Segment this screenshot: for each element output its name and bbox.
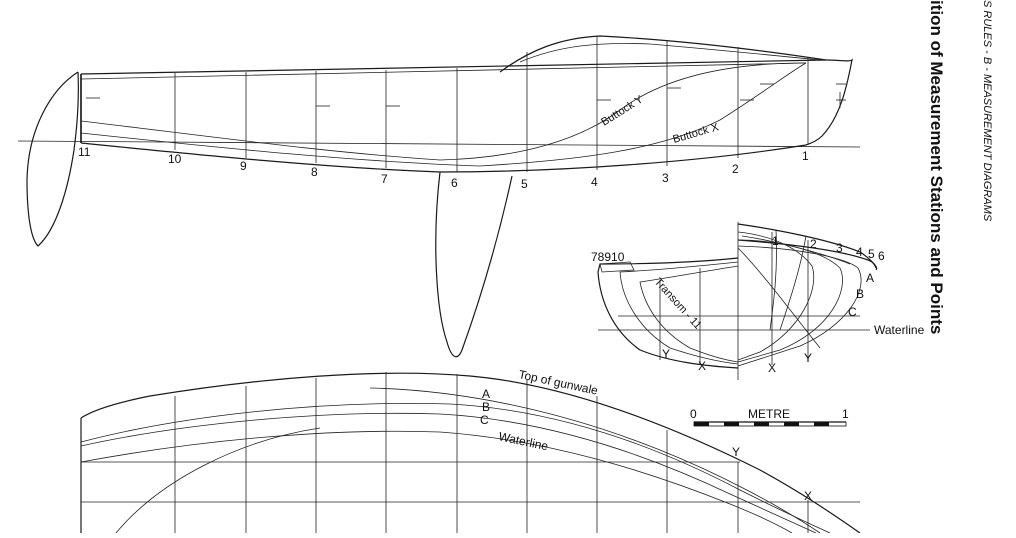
- plan-point-c: C: [480, 413, 489, 427]
- deckhouse-inner: [519, 43, 821, 63]
- scale-end: 1: [842, 407, 849, 421]
- body-point-c: C: [848, 305, 857, 319]
- station-label-2: 2: [732, 162, 739, 176]
- body-station-6: 6: [878, 249, 885, 263]
- station-numbers: 11 10 9 8 7 6 5 4 3 2 1: [78, 145, 809, 191]
- point-b-line: [80, 402, 831, 534]
- body-right-y: Y: [804, 351, 812, 365]
- page-title: ition of Measurement Stations and Points: [927, 0, 946, 334]
- plan-buttock-x: X: [804, 489, 812, 503]
- station-lines: [174, 36, 809, 172]
- aft-stations-label: 78910: [591, 250, 625, 264]
- station-label-8: 8: [311, 165, 318, 179]
- body-point-a: A: [866, 271, 874, 285]
- station-label-9: 9: [240, 159, 247, 173]
- scale-bar: 0 METRE 1: [690, 407, 849, 427]
- body-station-1: 1: [772, 234, 779, 248]
- hull-bottom: [80, 142, 807, 173]
- body-point-b: B: [856, 287, 864, 301]
- body-station-4: 4: [856, 245, 863, 259]
- plan-point-b: B: [482, 400, 490, 414]
- plan-buttock-y: Y: [732, 445, 740, 459]
- buttock-y-label: Buttock Y: [599, 93, 646, 128]
- body-waterline-label: Waterline: [874, 323, 925, 337]
- plan-curve-lower: [115, 427, 321, 534]
- deck-edge-aft: [599, 261, 635, 273]
- profile-baseline: [17, 140, 861, 148]
- fin-keel: [435, 171, 513, 358]
- buttock-x-line: [80, 62, 807, 167]
- point-a-line: [369, 387, 821, 534]
- stem-profile: [805, 58, 853, 146]
- profile-view: 11 10 9 8 7 6 5 4 3 2 1 Buttock Y Buttoc…: [17, 35, 861, 358]
- scale-start: 0: [690, 407, 697, 421]
- rudder: [26, 71, 79, 247]
- running-head: S RULES - B - MEASUREMENT DIAGRAMS: [981, 0, 993, 222]
- body-station-3: 3: [836, 241, 843, 255]
- plan-waterline: [80, 430, 793, 534]
- station-label-6: 6: [451, 176, 458, 190]
- body-left-y: Y: [662, 347, 670, 361]
- sheer-inner-line: [80, 62, 807, 80]
- station-label-4: 4: [591, 175, 598, 189]
- profile-ticks: [86, 83, 846, 108]
- station-label-11: 11: [78, 145, 91, 159]
- station-label-7: 7: [381, 172, 388, 186]
- top-of-gunwale-line: [80, 372, 861, 534]
- body-station-5: 5: [868, 247, 875, 261]
- scale-unit: METRE: [748, 407, 790, 421]
- station-label-5: 5: [521, 177, 528, 191]
- deckhouse-top: [499, 35, 827, 73]
- gunwale-label: Top of gunwale: [517, 367, 599, 398]
- sheer-line: [80, 59, 827, 75]
- station-label-10: 10: [168, 152, 182, 166]
- body-plan-view: 78910 1 2 3 4 5 6 Transom - 11 Waterline…: [591, 222, 925, 380]
- transom-section: [597, 257, 739, 369]
- plan-view: Top of gunwale A B C Waterline Y X: [80, 367, 861, 534]
- buttock-y-line: [80, 62, 807, 161]
- buttock-x-label: Buttock X: [672, 121, 721, 146]
- plan-waterline-label: Waterline: [497, 429, 549, 453]
- body-station-2: 2: [810, 237, 817, 251]
- point-c-line: [80, 412, 817, 534]
- plan-point-a: A: [482, 387, 490, 401]
- body-right-x: X: [768, 361, 776, 375]
- station-label-1: 1: [802, 149, 809, 163]
- body-left-x: X: [698, 359, 706, 373]
- station-label-3: 3: [662, 171, 669, 185]
